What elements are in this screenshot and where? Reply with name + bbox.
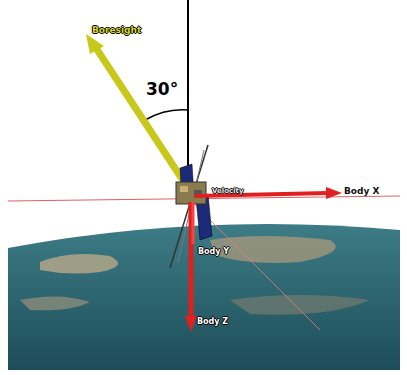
land: [40, 254, 118, 274]
satellite-body: [176, 182, 206, 204]
boresight-label: Boresight: [92, 26, 141, 36]
angle-arc: [145, 110, 188, 120]
axis-label: Body X: [344, 187, 379, 197]
earth: [8, 224, 400, 370]
boresight-arrow: [96, 48, 184, 182]
angle-label: 30°: [146, 80, 178, 99]
land: [20, 296, 90, 310]
land: [230, 295, 370, 315]
arrowhead: [185, 316, 197, 332]
axis-label: Body Z: [197, 318, 228, 327]
zenith-line: [187, 0, 189, 182]
body-z-arrow: [189, 202, 194, 318]
body-y-arrow: [192, 202, 195, 244]
arrowhead: [326, 187, 342, 199]
velocity-label: Velocity: [212, 188, 243, 196]
satellite-detail: [180, 186, 188, 192]
axis-label: Body Y: [198, 248, 229, 257]
arrowhead: [86, 34, 104, 54]
